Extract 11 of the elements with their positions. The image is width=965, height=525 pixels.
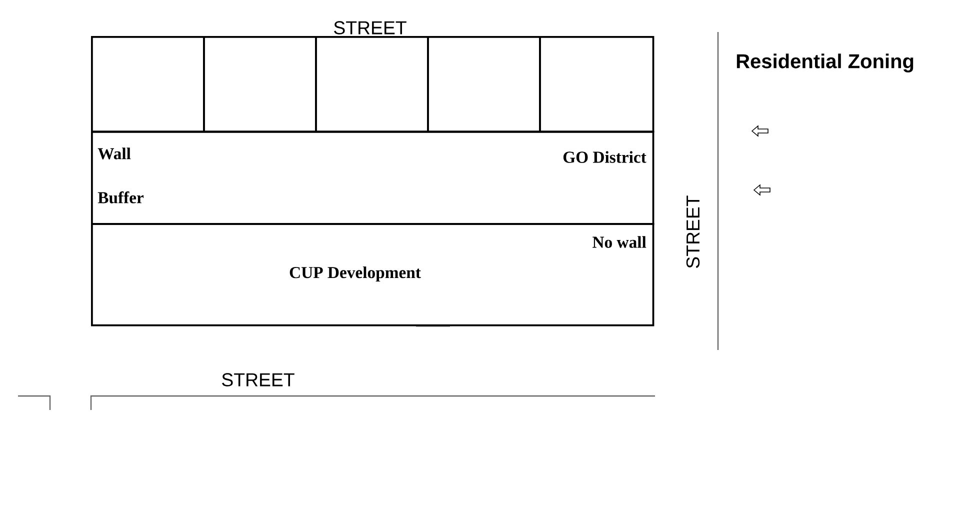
zone-heading: Residential Zoning <box>736 54 914 72</box>
street-label: STREET <box>686 196 700 268</box>
lot-box <box>203 36 317 133</box>
lot-box <box>91 36 205 133</box>
zone-band: No wall CUP Development <box>91 223 654 326</box>
lot-box <box>315 36 429 133</box>
lot-box <box>539 36 654 133</box>
street-label: STREET <box>334 21 406 34</box>
zone-band: Wall Buffer GO District <box>91 131 654 225</box>
lot-box <box>427 36 541 133</box>
street-label: STREET <box>222 373 294 386</box>
